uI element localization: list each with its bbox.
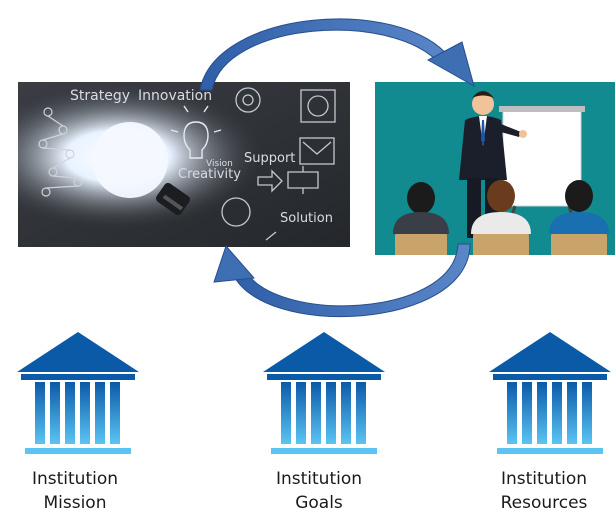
institution-pillar-icon bbox=[263, 332, 385, 454]
chalk-word-vision: Vision bbox=[206, 159, 233, 169]
pillar-label-line2: Goals bbox=[295, 493, 343, 513]
chalk-word-creativity: Creativity bbox=[178, 167, 241, 182]
pillar-label-mission: Institution Mission bbox=[0, 467, 150, 515]
chalk-word-innovation: Innovation bbox=[138, 88, 212, 104]
pillar-label-line1: Institution bbox=[275, 469, 363, 489]
chalk-word-support: Support bbox=[244, 151, 295, 166]
chalk-word-strategy: Strategy bbox=[70, 88, 130, 104]
top-cycle-arrow bbox=[199, 18, 475, 91]
presentation-image bbox=[375, 82, 615, 255]
lightbulb-icon bbox=[92, 122, 168, 198]
institution-pillar-icon bbox=[489, 332, 611, 454]
pillar-label-line1: Institution bbox=[500, 469, 588, 489]
pillar-label-line1: Institution bbox=[31, 469, 119, 489]
pillar-label-line2: Resources bbox=[500, 493, 588, 513]
pillar-label-goals: Institution Goals bbox=[244, 467, 394, 515]
pillar-label-line2: Mission bbox=[43, 493, 107, 513]
chalkboard-image: Strategy Innovation Vision Creativity Su… bbox=[18, 82, 350, 247]
pillar-label-resources: Institution Resources bbox=[473, 467, 615, 515]
audience bbox=[393, 180, 609, 255]
chalk-word-solution: Solution bbox=[280, 211, 333, 226]
institution-pillar-icon bbox=[17, 332, 139, 454]
